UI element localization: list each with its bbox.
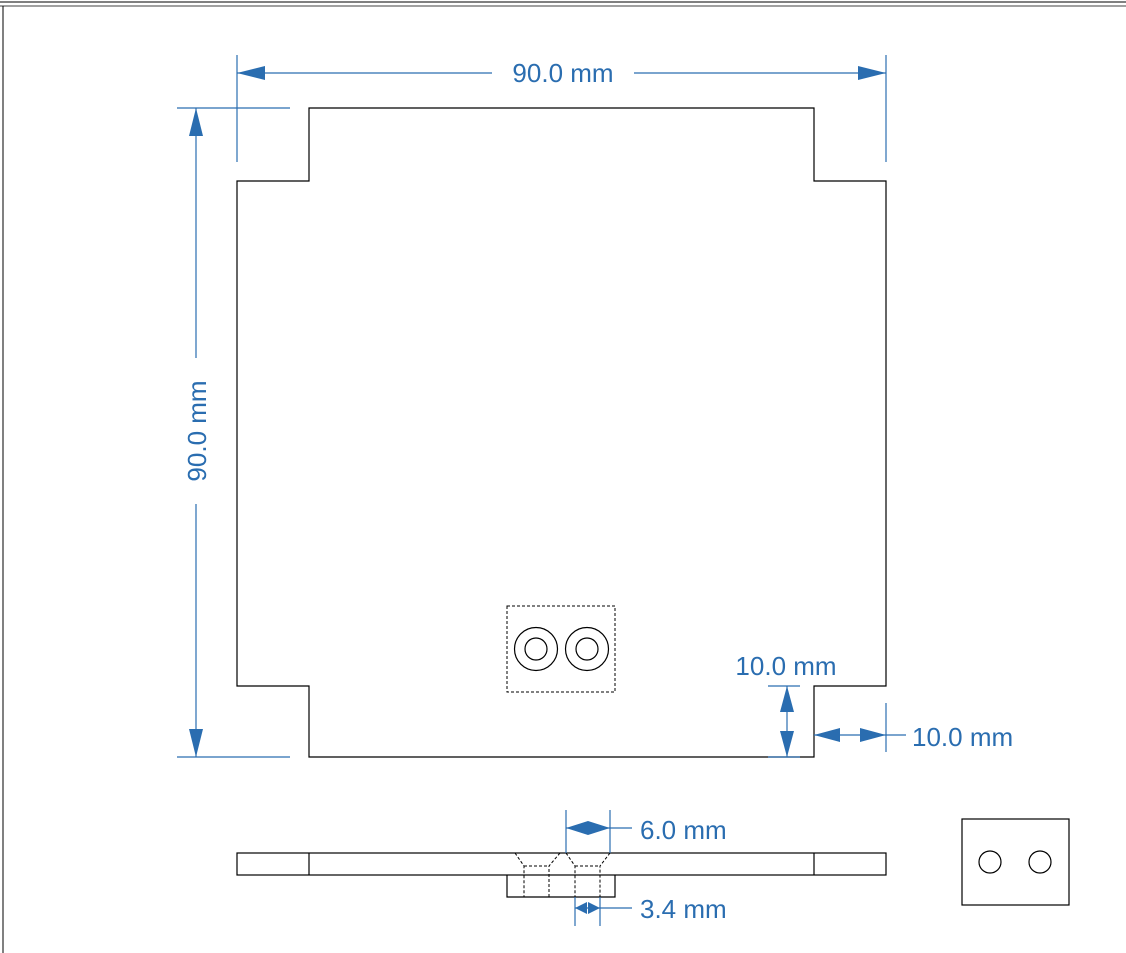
- dimension-hole-diameter: 3.4 mm: [574, 894, 727, 926]
- connector-hole-left: [513, 626, 559, 672]
- plate-outline: [236, 107, 887, 758]
- side-view: [236, 852, 887, 898]
- top-view: [236, 107, 887, 758]
- notch-width-label: 10.0 mm: [912, 722, 1013, 752]
- connector-hole-right: [564, 626, 610, 672]
- countersink-hidden-lines: [514, 852, 611, 897]
- overall-width-label: 90.0 mm: [512, 58, 613, 88]
- notch-height-label: 10.0 mm: [735, 651, 836, 681]
- end-hole-right: [1028, 850, 1052, 874]
- overall-height-label: 90.0 mm: [182, 380, 212, 481]
- dimension-overall-height: 90.0 mm: [177, 107, 290, 758]
- plate-side-outline: [236, 852, 887, 876]
- dimension-countersink-diameter: 6.0 mm: [565, 810, 727, 853]
- end-hole-left: [978, 850, 1002, 874]
- dimension-notch-height: 10.0 mm: [735, 651, 837, 758]
- connector-hidden-box: [506, 605, 616, 693]
- countersink-diameter-label: 6.0 mm: [640, 815, 727, 845]
- connector-end-outline: [961, 818, 1070, 906]
- dimension-overall-width: 90.0 mm: [236, 55, 887, 162]
- connector-boss: [506, 875, 616, 898]
- hole-diameter-label: 3.4 mm: [640, 894, 727, 924]
- end-view: [961, 818, 1070, 906]
- dimension-notch-width: 10.0 mm: [814, 703, 1013, 752]
